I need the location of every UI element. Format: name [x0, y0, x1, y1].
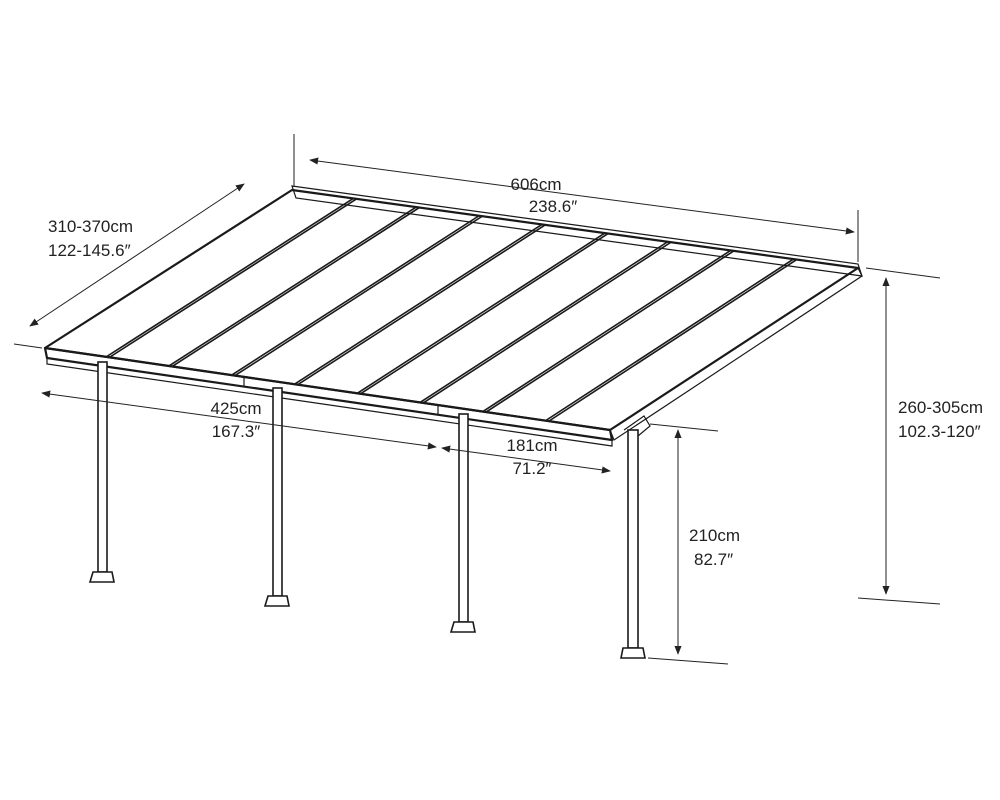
- span-main-metric-label: 425cm: [210, 399, 261, 418]
- post-base: [263, 595, 290, 607]
- roof-panel-divider: [486, 249, 735, 413]
- wall-height-metric-label: 260-305cm: [898, 398, 983, 417]
- post-base: [620, 647, 646, 659]
- depth-dimension-line: [29, 183, 245, 327]
- dimension-labels: 606cm 238.6″ 310-370cm 122-145.6″ 425cm …: [48, 175, 983, 569]
- extension-line: [647, 657, 729, 665]
- roof-panel-divider: [423, 241, 672, 404]
- span-end-imperial-label: 71.2″: [512, 459, 551, 478]
- roof-panel-divider: [297, 223, 546, 386]
- span-end-metric-label: 181cm: [506, 436, 557, 455]
- dimension-lines: [13, 134, 941, 665]
- width-dimension-line: [309, 157, 855, 235]
- roof-panel-divider: [356, 232, 605, 395]
- width-metric-label: 606cm: [510, 175, 561, 194]
- extension-line: [649, 423, 719, 432]
- extension-line: [13, 343, 43, 349]
- span-main-imperial-label: 167.3″: [212, 422, 261, 441]
- roof-panel-divider: [234, 215, 484, 377]
- roof-panel-divider: [548, 258, 798, 422]
- wall-height-imperial-label: 102.3-120″: [898, 422, 981, 441]
- roof-panel-divider: [360, 232, 609, 395]
- roof-panel-divider: [172, 206, 421, 367]
- span-main-dimension-line: [41, 390, 437, 450]
- depth-metric-label: 310-370cm: [48, 217, 133, 236]
- depth-imperial-label: 122-145.6″: [48, 241, 131, 260]
- extension-line: [865, 267, 941, 279]
- roof-panel-divider: [168, 206, 417, 367]
- front-height-imperial-label: 82.7″: [694, 550, 733, 569]
- width-imperial-label: 238.6″: [529, 197, 578, 216]
- roof-panel-divider: [105, 197, 354, 358]
- span-end-dimension-line: [441, 445, 611, 474]
- front-height-metric-label: 210cm: [689, 526, 740, 545]
- roof: [43, 185, 863, 447]
- post-base: [449, 621, 476, 633]
- roof-panel-divider: [482, 249, 731, 413]
- post-base: [88, 571, 115, 583]
- roof-panel-divider: [544, 258, 794, 422]
- corner-bracket: [623, 415, 651, 437]
- roof-side-edge: [609, 267, 863, 441]
- roof-panel-divider: [293, 223, 542, 386]
- post: [458, 413, 469, 623]
- roof-panel-divider: [109, 197, 358, 358]
- roof-panel-divider: [230, 215, 480, 377]
- post: [272, 387, 283, 597]
- roof-panel-divider: [419, 241, 668, 404]
- post: [97, 361, 108, 573]
- extension-line: [857, 597, 941, 605]
- posts: [88, 361, 651, 659]
- roof-outline: [43, 188, 860, 432]
- post: [627, 429, 639, 649]
